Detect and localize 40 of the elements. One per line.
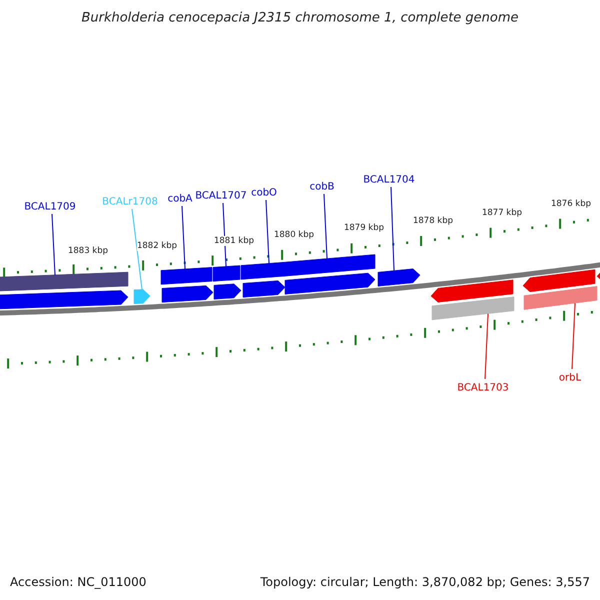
gene-bar — [524, 286, 598, 310]
gene-label: BCAL1707 — [195, 190, 247, 202]
gene-feature — [242, 280, 286, 298]
gene-bar — [160, 267, 212, 285]
gene-label: BCALr1708 — [102, 196, 158, 208]
scale-label: 1883 kbp — [68, 246, 108, 256]
leader-line — [390, 186, 394, 272]
gene-bar — [432, 296, 514, 320]
gene-label: BCAL1709 — [24, 202, 76, 212]
leader-line — [182, 206, 186, 270]
leader-line — [132, 208, 142, 290]
gene-feature — [0, 290, 128, 310]
genome-info-text: Topology: circular; Length: 3,870,082 bp; Genes: 3,557 — [260, 575, 590, 589]
leader-line — [572, 302, 576, 370]
scale-label: 1881 kbp — [214, 236, 254, 246]
gene-label: cobO — [251, 188, 277, 198]
title: Burkholderia cenocepacia J2315 chromosome 1, complete genome — [81, 10, 519, 26]
gene-label: cobA — [168, 194, 192, 204]
gene-bar — [0, 272, 128, 292]
gene-feature — [214, 284, 242, 300]
scale-label: 1879 kbp — [344, 223, 384, 233]
scale-label: 1880 kbp — [274, 230, 314, 240]
gene-bar — [212, 265, 240, 282]
gene-label: BCAL1703 — [457, 382, 509, 394]
scale-label: 1876 kbp — [550, 199, 592, 209]
scale-label: 1878 kbp — [412, 216, 454, 226]
scale-label: 1877 kbp — [482, 208, 522, 218]
gene-feature — [134, 289, 150, 304]
gene-feature — [378, 268, 420, 286]
scale-label: 1882 kbp — [136, 241, 178, 251]
gene-label: orbL — [558, 372, 582, 384]
accession-text: Accession: NC_011000 — [10, 575, 146, 589]
gene-feature — [430, 280, 514, 302]
leader-line — [266, 200, 270, 264]
leader-line — [52, 214, 56, 276]
gene-bar — [240, 262, 284, 280]
gene-label: BCAL1704 — [363, 174, 415, 186]
leader-line — [484, 313, 488, 380]
gene-label: cobB — [310, 182, 334, 192]
leader-line — [324, 194, 328, 260]
